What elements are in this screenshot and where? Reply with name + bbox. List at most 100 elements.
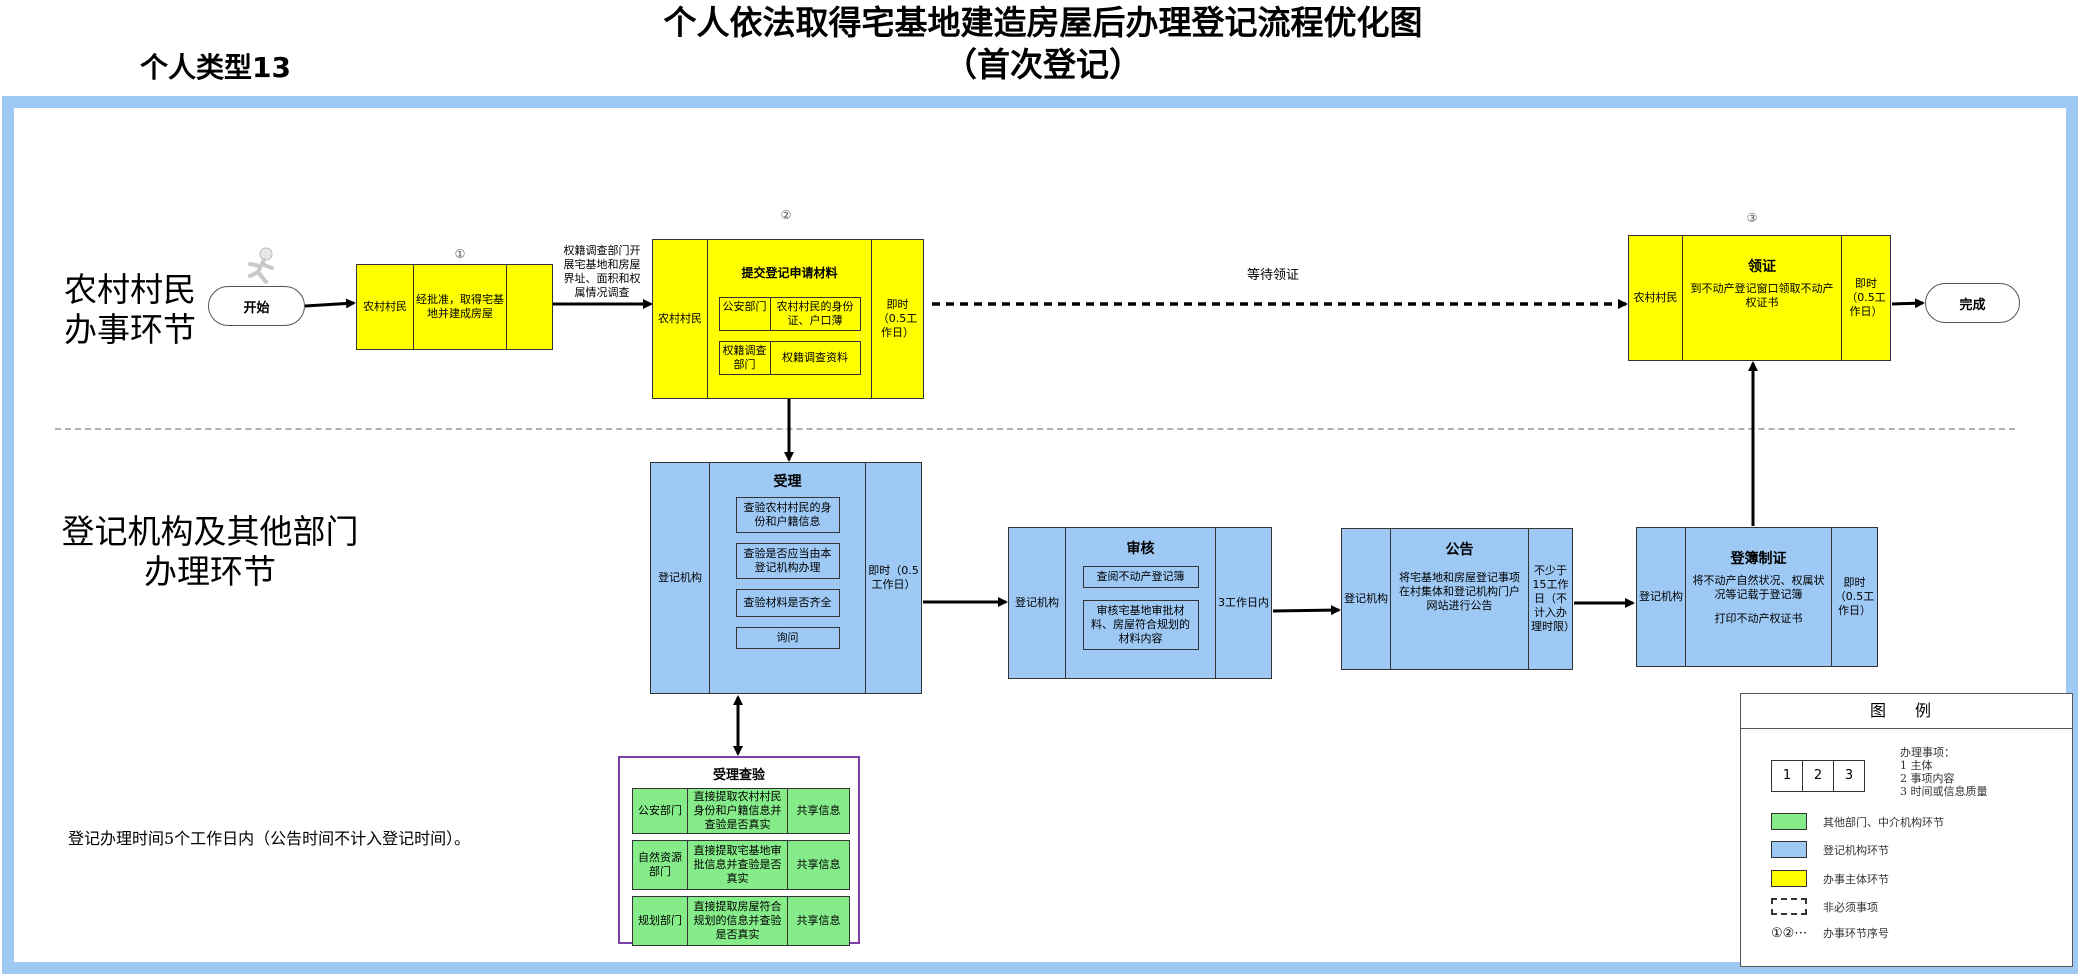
legend: 图 例 1 2 3 办理事项： 1 主体 2 事项内容 3 时间或信息质量 其他… [1740, 693, 2073, 967]
legend-swatch-blue [1771, 841, 1807, 858]
step2-box: 农村村民 提交登记申请材料 公安部门 农村村民的身份证、户口薄 权籍调查部门 权… [652, 239, 924, 399]
wait-label: 等待领证 [1247, 268, 1300, 283]
step1-time [506, 265, 552, 349]
step1-subject: 农村村民 [363, 300, 407, 313]
accept-box: 登记机构 受理 查验农村村民的身份和户籍信息 查验是否应当由本登记机构办理 查验… [650, 462, 922, 694]
verify-row-3-dept: 规划部门 [638, 914, 682, 927]
arrow-review-to-notice [1272, 605, 1341, 616]
legend-yellow-label: 办事主体环节 [1823, 872, 1889, 886]
review-main: 审核 查阅不动产登记簿 审核宅基地审批材料、房屋符合规划的材料内容 [1065, 528, 1215, 678]
footnote: 登记办理时间5个工作日内（公告时间不计入登记时间）。 [68, 829, 471, 848]
step2-row-2: 权籍调查部门 权籍调查资料 [718, 341, 861, 375]
lane-label-villager-line2: 办事环节 [64, 310, 196, 349]
review-item-2: 审核宅基地审批材料、房屋符合规划的材料内容 [1082, 600, 1199, 650]
step2-row-1: 公安部门 农村村民的身份证、户口薄 [718, 297, 861, 331]
legend-dash-label: 非必须事项 [1823, 900, 1878, 914]
verify-row-3-content: 直接提取房屋符合规划的信息并查验是否真实 [687, 897, 787, 945]
legend-item-3: 3 时间或信息质量 [1900, 785, 1988, 798]
verify-row-2-dept: 自然资源部门 [638, 851, 682, 878]
page-title: 个人依法取得宅基地建造房屋后办理登记流程优化图 [663, 3, 1423, 42]
review-time: 3工作日内 [1215, 528, 1271, 678]
step3-time: 即时（0.5工作日） [1841, 236, 1890, 360]
survey-note: 权籍调查部门开展宅基地和房屋界址、面积和权属情况调查 [563, 244, 641, 299]
accept-time: 即时（0.5工作日） [865, 463, 921, 693]
verify-row-1-share: 共享信息 [787, 789, 849, 833]
lane-label-villager-line1: 农村村民 [64, 270, 196, 309]
legend-seq-symbol: ①②⋯ [1771, 925, 1808, 941]
legend-cell-2: 2 [1802, 760, 1833, 792]
step-number-1: ① [454, 247, 466, 261]
verify-row-1-dept: 公安部门 [638, 804, 682, 817]
accept-item-3: 查验材料是否齐全 [735, 589, 840, 617]
notice-box: 登记机构 公告 将宅基地和房屋登记事项在村集体和登记机构门户网站进行公告 不少于… [1341, 528, 1575, 670]
verify-row-3-share: 共享信息 [787, 897, 849, 945]
type-label: 个人类型13 [140, 51, 291, 84]
legend-item-2: 2 事项内容 [1900, 772, 1955, 785]
step3-box: 农村村民 领证 到不动产登记窗口领取不动产权证书 即时（0.5工作日） [1628, 235, 1891, 361]
lane-divider [55, 428, 2015, 430]
step1-content: 经批准，取得宅基地并建成房屋 [413, 265, 506, 349]
verify-box: 受理查验 公安部门 直接提取农村村民身份和户籍信息并查验是否真实 共享信息 自然… [618, 756, 860, 946]
register-box: 登记机构 登簿制证 将不动产自然状况、权属状况等记载于登记簿 打印不动产权证书 … [1636, 527, 1878, 667]
step3-subject: 农村村民 [1633, 291, 1678, 304]
notice-time: 不少于15工作日（不计入办理时限） [1528, 529, 1575, 669]
register-content-2: 打印不动产权证书 [1714, 612, 1803, 625]
review-heading: 审核 [1126, 541, 1155, 557]
notice-main: 公告 将宅基地和房屋登记事项在村集体和登记机构门户网站进行公告 [1390, 529, 1528, 669]
legend-row-dash: 非必须事项 [1771, 898, 1878, 915]
legend-blue-label: 登记机构环节 [1823, 843, 1889, 857]
step3-main: 领证 到不动产登记窗口领取不动产权证书 [1682, 236, 1841, 360]
legend-items: 办理事项： 1 主体 2 事项内容 3 时间或信息质量 [1900, 746, 1988, 798]
register-time: 即时（0.5工作日） [1831, 528, 1877, 666]
register-main: 登簿制证 将不动产自然状况、权属状况等记载于登记簿 打印不动产权证书 [1685, 528, 1831, 666]
lane-label-agency: 登记机构及其他部门 办理环节 [55, 512, 365, 592]
step-number-2: ② [780, 208, 792, 222]
lane-label-villager: 农村村民 办事环节 [45, 270, 215, 350]
lane-label-agency-line1: 登记机构及其他部门 [61, 512, 359, 551]
step-number-3: ③ [1746, 211, 1758, 225]
accept-item-4: 询问 [735, 627, 840, 649]
accept-subject: 登记机构 [658, 571, 702, 584]
legend-green-label: 其他部门、中介机构环节 [1823, 815, 1944, 829]
accept-item-1: 查验农村村民的身份和户籍信息 [735, 497, 840, 533]
step2-main: 提交登记申请材料 公安部门 农村村民的身份证、户口薄 权籍调查部门 权籍调查资料 [707, 240, 871, 398]
step1-box: 农村村民 经批准，取得宅基地并建成房屋 [356, 264, 553, 350]
legend-row-yellow: 办事主体环节 [1771, 870, 1889, 887]
step2-row-2-item: 权籍调查资料 [769, 342, 860, 374]
accept-item-2: 查验是否应当由本登记机构办理 [735, 543, 840, 579]
notice-content: 将宅基地和房屋登记事项在村集体和登记机构门户网站进行公告 [1399, 571, 1520, 612]
step2-time: 即时（0.5工作日） [871, 240, 923, 398]
legend-row-green: 其他部门、中介机构环节 [1771, 813, 1944, 830]
legend-title: 图 例 [1741, 694, 2072, 729]
step2-row-1-dept: 公安部门 [722, 300, 767, 313]
step3-heading: 领证 [1748, 259, 1776, 275]
legend-swatch-dashed [1771, 898, 1807, 915]
legend-row-blue: 登记机构环节 [1771, 841, 1889, 858]
notice-heading: 公告 [1445, 542, 1474, 558]
lane-label-agency-line2: 办理环节 [144, 552, 276, 591]
review-box: 登记机构 审核 查阅不动产登记簿 审核宅基地审批材料、房屋符合规划的材料内容 3… [1008, 527, 1272, 679]
step2-heading: 提交登记申请材料 [741, 266, 838, 280]
review-item-1: 查阅不动产登记簿 [1082, 566, 1199, 588]
accept-heading: 受理 [773, 474, 802, 490]
arrow-step3-to-end [1891, 298, 1925, 309]
verify-row-3: 规划部门 直接提取房屋符合规划的信息并查验是否真实 共享信息 [632, 896, 850, 946]
legend-item-head: 办理事项： [1900, 746, 1955, 759]
register-content-1: 将不动产自然状况、权属状况等记载于登记簿 [1692, 574, 1825, 601]
person-running-icon [240, 246, 282, 288]
legend-row-seq: ①②⋯ 办事环节序号 [1771, 925, 1889, 941]
start-terminal: 开始 [208, 286, 305, 326]
legend-cells: 1 2 3 [1771, 760, 1865, 792]
arrow-start-to-step1 [304, 298, 356, 309]
verify-row-2-share: 共享信息 [787, 841, 849, 889]
page-subtitle: （首次登记） [944, 45, 1142, 84]
verify-heading: 受理查验 [712, 768, 765, 783]
accept-main: 受理 查验农村村民的身份和户籍信息 查验是否应当由本登记机构办理 查验材料是否齐… [709, 463, 865, 693]
legend-swatch-green [1771, 813, 1807, 830]
legend-cell-3: 3 [1833, 760, 1865, 792]
verify-row-1: 公安部门 直接提取农村村民身份和户籍信息并查验是否真实 共享信息 [632, 788, 850, 834]
legend-seq-label: 办事环节序号 [1823, 927, 1889, 940]
review-subject: 登记机构 [1015, 596, 1059, 609]
legend-cell-1: 1 [1771, 760, 1802, 792]
